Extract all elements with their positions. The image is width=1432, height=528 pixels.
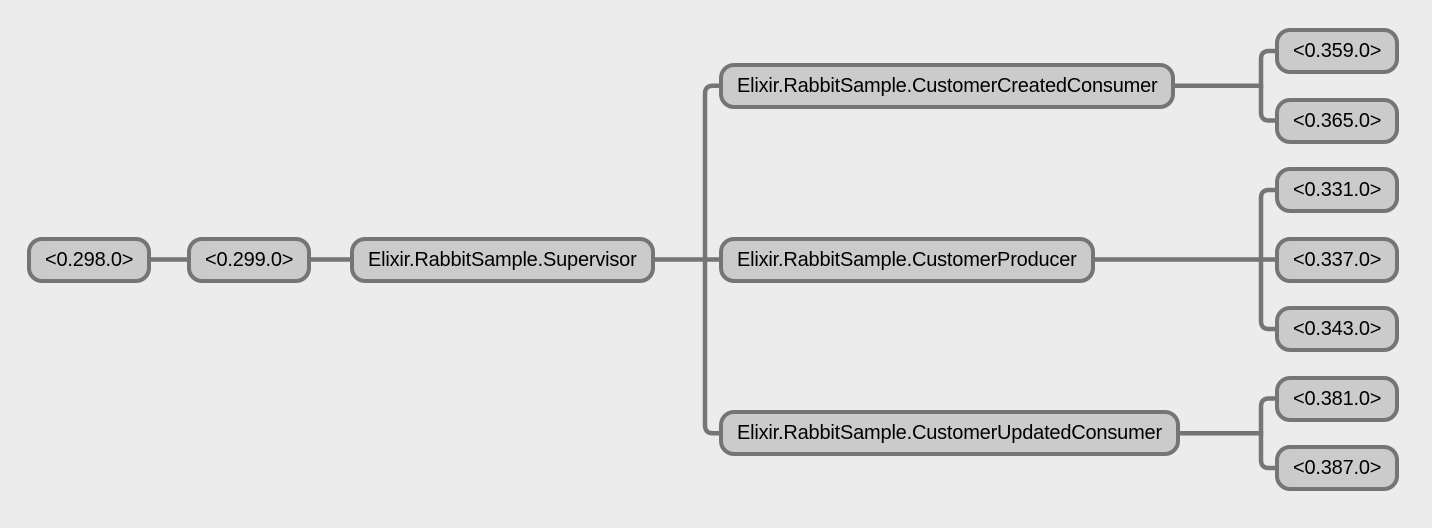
tree-node-0-299-0[interactable]: <0.299.0>: [187, 236, 312, 283]
tree-node-0-359-0[interactable]: <0.359.0>: [1275, 28, 1400, 74]
tree-node-elixir-rabbitsample-customerupdatedconsumer[interactable]: Elixir.RabbitSample.CustomerUpdatedConsu…: [719, 410, 1180, 457]
tree-node-0-331-0[interactable]: <0.331.0>: [1275, 167, 1400, 213]
tree-node-elixir-rabbitsample-customercreatedconsumer[interactable]: Elixir.RabbitSample.CustomerCreatedConsu…: [719, 62, 1176, 109]
tree-node-elixir-rabbitsample-supervisor[interactable]: Elixir.RabbitSample.Supervisor: [350, 236, 655, 283]
tree-node-0-381-0[interactable]: <0.381.0>: [1275, 375, 1400, 422]
tree-node-0-337-0[interactable]: <0.337.0>: [1275, 236, 1400, 283]
tree-node-0-298-0[interactable]: <0.298.0>: [27, 236, 152, 283]
tree-node-0-365-0[interactable]: <0.365.0>: [1275, 97, 1400, 144]
tree-node-0-387-0[interactable]: <0.387.0>: [1275, 445, 1400, 491]
tree-node-elixir-rabbitsample-customerproducer[interactable]: Elixir.RabbitSample.CustomerProducer: [719, 236, 1095, 283]
tree-node-0-343-0[interactable]: <0.343.0>: [1275, 306, 1400, 352]
